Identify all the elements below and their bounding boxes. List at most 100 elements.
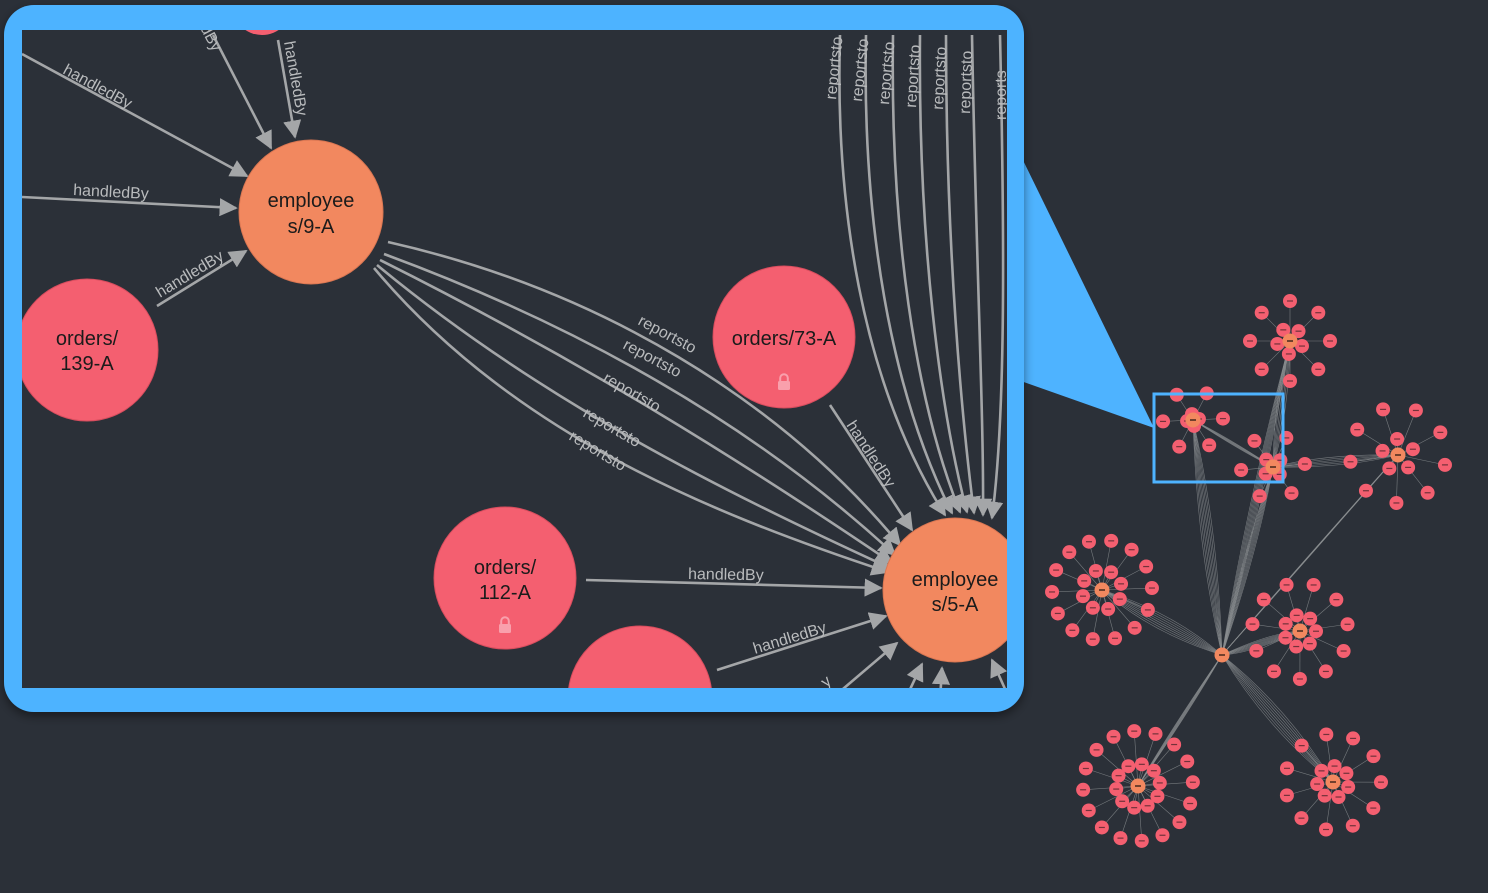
minimap-node-label-mark — [1256, 495, 1263, 497]
minimap-node-label-mark — [1092, 570, 1099, 572]
minimap-node-label-mark — [1148, 587, 1155, 589]
minimap-edge — [1221, 630, 1301, 656]
minimap-node-label-mark — [1331, 765, 1338, 767]
order-node[interactable]: orders/ 139-A — [16, 278, 159, 422]
minimap-node-label-mark — [1295, 330, 1302, 332]
minimap-node-label-mark — [1085, 541, 1092, 543]
minimap-node-label-mark — [1160, 420, 1167, 423]
minimap-node-label-mark — [1288, 492, 1295, 494]
edge-handledby[interactable] — [211, 34, 273, 150]
order-node[interactable]: orders/ 112-A — [433, 506, 577, 650]
minimap-edge — [1286, 584, 1301, 632]
minimap-node-label-mark — [1354, 429, 1361, 431]
edge-reportsto[interactable] — [387, 240, 902, 547]
minimap-node-label-mark — [1344, 623, 1351, 625]
minimap-node-label-mark — [1424, 492, 1431, 494]
edge-handledby[interactable] — [830, 641, 899, 700]
minimap-node-label-mark — [1270, 670, 1277, 672]
employee-node[interactable]: employee s/5-A — [882, 517, 1027, 663]
edge-reportsto[interactable] — [864, 34, 954, 515]
minimap-edge — [1221, 466, 1274, 656]
minimap-edge — [1221, 466, 1274, 656]
edge-reportsto[interactable] — [379, 258, 894, 565]
minimap-node-label-mark — [1152, 733, 1159, 735]
edge-reportsto[interactable] — [918, 34, 972, 514]
minimap-edge — [1326, 734, 1334, 783]
edge-label-reportsto: reports — [993, 70, 1010, 120]
minimap-edge — [1192, 419, 1223, 656]
minimap-edge — [1382, 409, 1399, 456]
edge-handledby[interactable] — [905, 662, 924, 700]
minimap-edge — [1192, 419, 1223, 656]
minimap-edge — [1101, 540, 1112, 591]
minimap-node-label-mark — [1315, 368, 1322, 370]
minimap-node-label-mark — [1125, 765, 1132, 767]
minimap-node-label-mark — [1251, 440, 1258, 442]
minimap-node-label-mark — [1066, 551, 1073, 553]
minimap-node-label-mark — [1306, 643, 1313, 645]
graph-overview[interactable] — [1045, 294, 1452, 848]
employee-node-label: employee — [912, 569, 999, 591]
minimap-node-label-mark — [1262, 473, 1269, 475]
minimap-edge — [1101, 589, 1135, 629]
order-node-partial-bottom[interactable] — [568, 625, 712, 770]
minimap-node-label-mark — [1054, 612, 1061, 615]
minimap-node-label-mark — [1386, 467, 1393, 470]
edge-handledby[interactable] — [828, 404, 914, 532]
edge-label-reportsto: reportsto — [930, 46, 950, 110]
minimap-node-label-mark — [1238, 469, 1245, 471]
minimap-edge — [1397, 454, 1446, 466]
minimap-node-label-mark — [1280, 329, 1287, 331]
minimap-node-label-mark — [1312, 630, 1319, 632]
minimap-node-label-mark — [1144, 609, 1151, 611]
edge-handledby[interactable] — [156, 249, 248, 308]
employee-node[interactable]: employee s/9-A — [238, 139, 384, 285]
edge-reportsto[interactable] — [383, 252, 897, 557]
minimap-node-label-mark — [1098, 826, 1105, 829]
minimap-edge — [1192, 419, 1223, 656]
minimap-edge — [1137, 785, 1143, 841]
edge-handledby[interactable] — [990, 658, 1010, 700]
edge-reportsto[interactable] — [944, 34, 981, 515]
edge-reportsto[interactable] — [373, 267, 890, 576]
viewport-rectangle[interactable] — [1152, 392, 1285, 484]
minimap-node-label-mark — [1330, 781, 1336, 783]
minimap-node-label-mark — [1131, 627, 1138, 629]
minimap-node-label-mark — [1298, 745, 1305, 747]
minimap-node-label-mark — [1258, 368, 1265, 370]
minimap-node-label-mark — [1345, 786, 1352, 788]
minimap-edge — [1221, 466, 1274, 656]
minimap-node-label-mark — [1247, 340, 1253, 342]
minimap-node-label-mark — [1085, 809, 1092, 812]
minimap-node-label-mark — [1293, 614, 1300, 616]
edge-label-reportsto: reportsto — [957, 50, 976, 114]
edge-reportsto[interactable] — [985, 34, 1005, 520]
minimap-node-label-mark — [1301, 463, 1308, 465]
minimap-node-label-mark — [1171, 743, 1178, 746]
minimap-node-label-mark — [1333, 599, 1340, 601]
edge-reportsto[interactable] — [891, 34, 963, 514]
order-node[interactable]: orders/73-A — [712, 265, 856, 409]
order-node-partial-top[interactable] — [232, 0, 292, 35]
minimap-edge — [1096, 749, 1139, 787]
minimap-node-label-mark — [1116, 598, 1123, 600]
edge-reportsto[interactable] — [838, 34, 947, 517]
minimap-node-label-mark — [1176, 821, 1183, 823]
edge-reportsto[interactable] — [376, 263, 892, 570]
minimap-edge — [1069, 551, 1103, 591]
edge-handledby[interactable] — [22, 195, 238, 217]
edge-handledby[interactable] — [931, 666, 951, 700]
minimap-edge — [1301, 745, 1334, 783]
edge-reportsto[interactable] — [970, 34, 993, 517]
edge-handledby[interactable] — [585, 578, 883, 597]
edge-handledby[interactable] — [716, 612, 888, 672]
minimap-node-label-mark — [1105, 608, 1112, 610]
minimap-node-label-mark — [1314, 783, 1321, 785]
minimap-edge — [1365, 454, 1399, 491]
minimap-edge — [1299, 599, 1337, 632]
edge-handledby[interactable] — [276, 39, 302, 139]
minimap-node-label-mark — [1119, 800, 1126, 802]
edge-handledby[interactable] — [22, 52, 249, 178]
minimap-edge — [1221, 340, 1291, 656]
